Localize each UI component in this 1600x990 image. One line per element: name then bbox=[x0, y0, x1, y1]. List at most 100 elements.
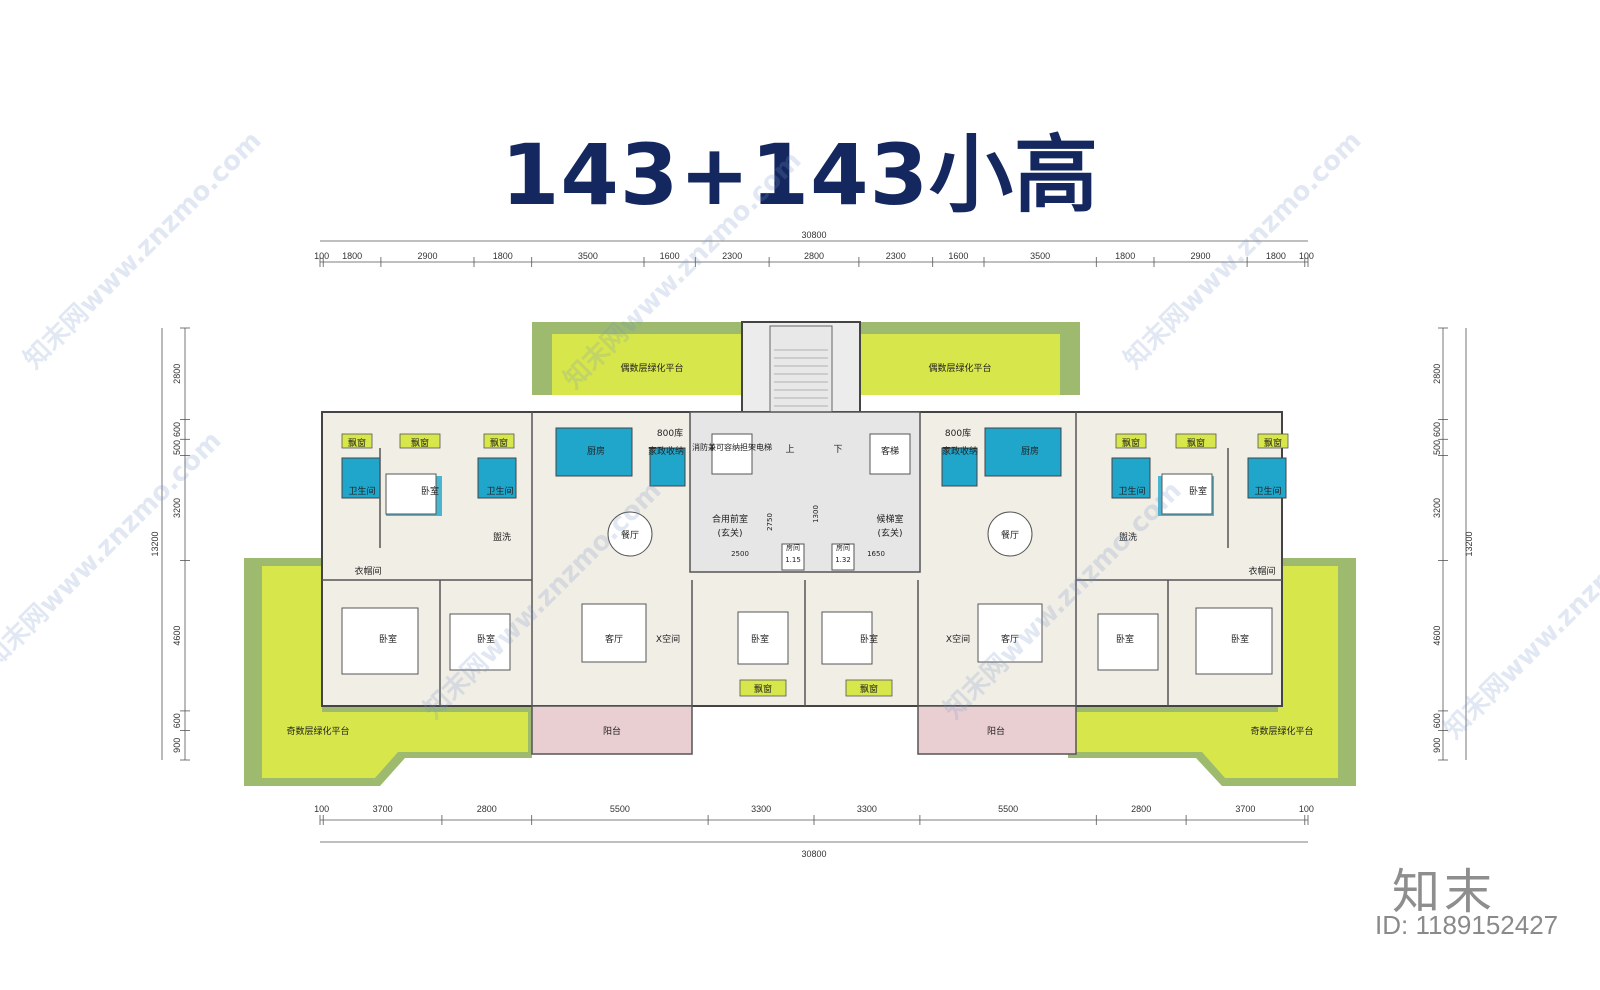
bed-right-1 bbox=[1097, 613, 1159, 671]
label-balcony-left: 阳台 bbox=[603, 725, 621, 737]
label-area-right: 1.32 bbox=[835, 556, 851, 564]
right-total-dim: 13200 bbox=[1464, 531, 1474, 556]
image-id: ID: 1189152427 bbox=[1375, 910, 1559, 940]
left-dim-5: 600 bbox=[172, 713, 182, 728]
dining-table-right bbox=[987, 511, 1033, 557]
label-bathroom-2: 卫生间 bbox=[486, 485, 513, 497]
label-bedroom-7: 卧室 bbox=[1116, 633, 1134, 645]
label-even-terrace-right: 偶数层绿化平台 bbox=[928, 362, 991, 374]
label-living-left: 客厅 bbox=[605, 633, 623, 645]
label-bay-window-7: 飘窗 bbox=[754, 683, 772, 695]
bed-left-1 bbox=[341, 607, 419, 675]
fire-elevator-car bbox=[711, 433, 753, 475]
bathroom-right-1 bbox=[1111, 457, 1151, 499]
bottom-dim-9: 100 bbox=[1299, 804, 1314, 814]
label-storage-right: 800库 bbox=[945, 427, 971, 439]
right-dim-0: 2800 bbox=[1432, 364, 1442, 384]
odd-terrace-left bbox=[244, 558, 532, 786]
label-kitchen-right: 厨房 bbox=[1021, 445, 1039, 457]
label-passenger-elevator: 客梯 bbox=[881, 445, 899, 457]
brand-logo: 知末 bbox=[1392, 864, 1497, 920]
top-dim-8: 2300 bbox=[886, 251, 906, 261]
bottom-dim-1: 3700 bbox=[373, 804, 393, 814]
balcony-right bbox=[917, 705, 1077, 755]
left-total-dim: 13200 bbox=[150, 531, 160, 556]
bed-small-right bbox=[1161, 473, 1213, 515]
right-dim-1: 600 bbox=[1432, 422, 1442, 437]
bottom-dim-0: 100 bbox=[314, 804, 329, 814]
top-dim-13: 1800 bbox=[1266, 251, 1286, 261]
dining-table-left bbox=[607, 511, 653, 557]
label-kitchen-left: 厨房 bbox=[587, 445, 605, 457]
bathroom-left-2 bbox=[477, 457, 517, 499]
label-washing-right: 盥洗 bbox=[1119, 531, 1137, 543]
left-dim-1: 600 bbox=[172, 422, 182, 437]
right-dim-2: 500 bbox=[1432, 440, 1442, 455]
label-bay-window-1: 飘窗 bbox=[348, 437, 366, 449]
bottom-dim-3: 5500 bbox=[610, 804, 630, 814]
left-dim-0: 2800 bbox=[172, 364, 182, 384]
top-dim-6: 2300 bbox=[722, 251, 742, 261]
even-terrace-left bbox=[532, 322, 742, 395]
label-dining-left: 餐厅 bbox=[621, 529, 639, 541]
label-room-right: 房间 bbox=[836, 543, 850, 552]
bottom-dim-5: 3300 bbox=[857, 804, 877, 814]
label-entry-left: (玄关) bbox=[717, 527, 742, 539]
label-bedroom-2: 卧室 bbox=[1189, 485, 1207, 497]
label-bedroom-4: 卧室 bbox=[477, 633, 495, 645]
label-wardrobe-left: 衣帽间 bbox=[354, 565, 381, 577]
right-dim-3: 3200 bbox=[1432, 498, 1442, 518]
bay-windows bbox=[341, 433, 1289, 697]
top-dim-9: 1600 bbox=[948, 251, 968, 261]
bottom-dim-7: 2800 bbox=[1131, 804, 1151, 814]
top-dim-10: 3500 bbox=[1030, 251, 1050, 261]
top-dim-4: 3500 bbox=[578, 251, 598, 261]
label-dim-1300: 1300 bbox=[812, 505, 820, 523]
passenger-elevator-car bbox=[869, 433, 911, 475]
top-dim-2: 2900 bbox=[417, 251, 437, 261]
top-dim-0: 100 bbox=[314, 251, 329, 261]
label-bay-window-5: 飘窗 bbox=[1187, 437, 1205, 449]
label-stair-down: 下 bbox=[833, 445, 842, 455]
label-bedroom-3: 卧室 bbox=[379, 633, 397, 645]
label-bay-window-4: 飘窗 bbox=[1122, 437, 1140, 449]
label-stair-up: 上 bbox=[785, 444, 794, 455]
room-right-small bbox=[831, 543, 855, 571]
label-dim-2500: 2500 bbox=[731, 550, 749, 558]
bottom-dim-8: 3700 bbox=[1235, 804, 1255, 814]
bathroom-right-2 bbox=[1247, 457, 1287, 499]
label-entry-right: (玄关) bbox=[877, 527, 902, 539]
sofa-right bbox=[977, 603, 1043, 663]
label-bay-window-3: 飘窗 bbox=[490, 437, 508, 449]
label-bay-window-2: 飘窗 bbox=[411, 437, 429, 449]
housekeeping-left bbox=[649, 447, 686, 487]
right-dim-6: 900 bbox=[1432, 738, 1442, 753]
label-housekeeping-right: 家政收纳 bbox=[942, 445, 978, 457]
label-waiting-room: 候梯室 bbox=[876, 513, 903, 525]
top-dim-5: 1600 bbox=[660, 251, 680, 261]
top-dim-3: 1800 bbox=[493, 251, 513, 261]
top-dim-7: 2800 bbox=[804, 251, 824, 261]
bed-right-2 bbox=[1195, 607, 1273, 675]
label-bedroom-1: 卧室 bbox=[421, 485, 439, 497]
label-bedroom-6: 卧室 bbox=[860, 633, 878, 645]
page-title: 143+143小高 bbox=[500, 126, 1100, 224]
left-dim-2: 500 bbox=[172, 440, 182, 455]
even-terrace-right bbox=[860, 322, 1080, 395]
label-washing-left: 盥洗 bbox=[493, 531, 511, 543]
kitchen-right bbox=[984, 427, 1062, 477]
bed-center-right bbox=[821, 611, 873, 665]
label-odd-terrace-right: 奇数层绿化平台 bbox=[1250, 725, 1313, 737]
label-living-right: 客厅 bbox=[1001, 633, 1019, 645]
bed-center-left bbox=[737, 611, 789, 665]
label-wardrobe-right: 衣帽间 bbox=[1248, 565, 1275, 577]
label-even-terrace-left: 偶数层绿化平台 bbox=[620, 362, 683, 374]
label-odd-terrace-left: 奇数层绿化平台 bbox=[286, 725, 349, 737]
label-area-left: 1.15 bbox=[785, 556, 801, 564]
label-dining-right: 餐厅 bbox=[1001, 529, 1019, 541]
bed-left-2 bbox=[449, 613, 511, 671]
left-dim-4: 4600 bbox=[172, 626, 182, 646]
label-storage-left: 800库 bbox=[657, 427, 683, 439]
top-dim-14: 100 bbox=[1299, 251, 1314, 261]
label-dim-2750: 2750 bbox=[766, 513, 774, 531]
